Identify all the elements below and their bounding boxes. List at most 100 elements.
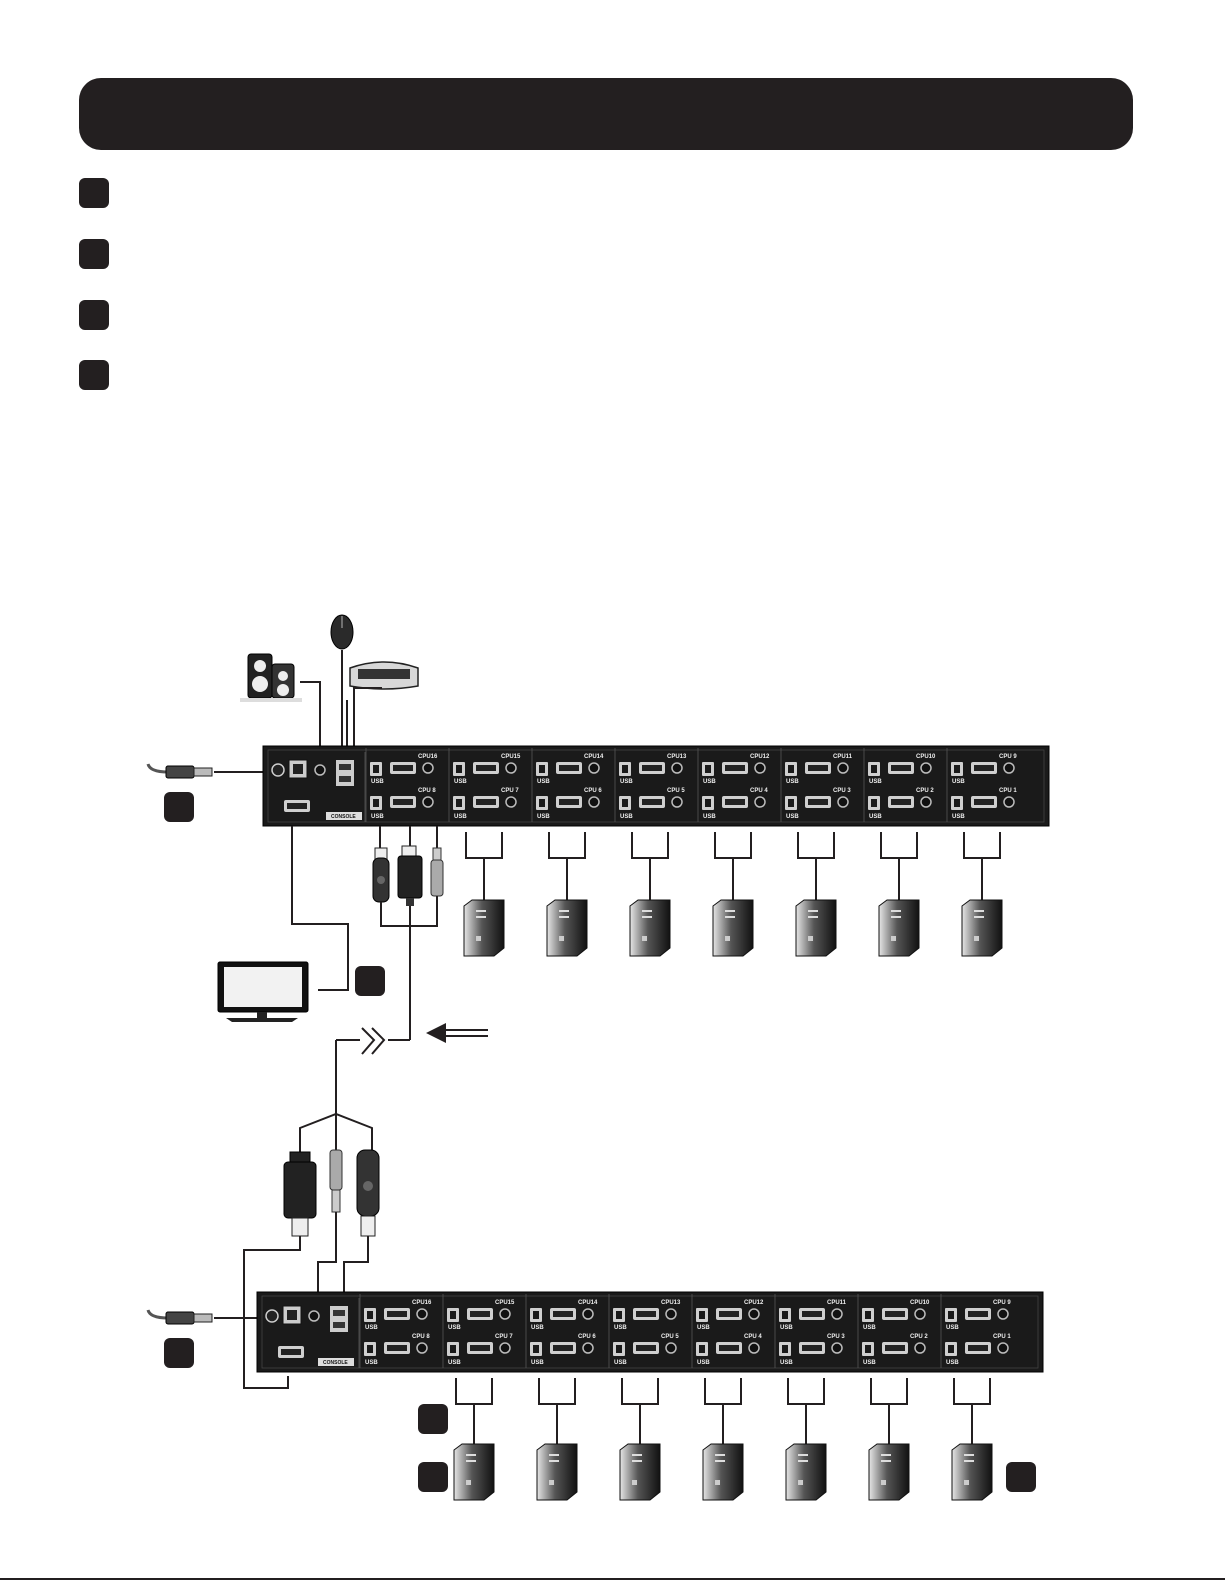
top-cpu-label-top: CPU13 (667, 754, 687, 760)
step-badge-2 (79, 239, 109, 269)
step-badge-1 (79, 178, 109, 208)
computers-top (463, 832, 1003, 957)
bottom-cable-bracket (538, 1378, 576, 1405)
bottom-usb-label-top: USB (780, 1325, 793, 1331)
bottom-usb-label-bottom: USB (531, 1360, 544, 1366)
bottom-cable-bracket (953, 1378, 991, 1405)
computer-tower-icon (629, 899, 671, 957)
computer-tower-icon (868, 1443, 910, 1501)
bottom-cpu-label-top: CPU13 (661, 1300, 681, 1306)
bottom-usb-label-bottom: USB (697, 1360, 710, 1366)
step-badge-3 (79, 300, 109, 330)
top-cpu-label-top: CPU16 (418, 754, 438, 760)
top-usb-label-top: USB (620, 779, 633, 785)
top-cable-bracket (465, 832, 503, 859)
computer-tower-icon (712, 899, 754, 957)
top-cpu-label-bottom: CPU 8 (418, 788, 436, 794)
top-usb-label-bottom: USB (952, 814, 965, 820)
console-label-top: CONSOLE (331, 814, 356, 820)
bottom-usb-label-top: USB (365, 1325, 378, 1331)
top-cpu-label-bottom: CPU 7 (501, 788, 519, 794)
top-cpu-label-top: CPU10 (916, 754, 936, 760)
bottom-cpu-label-bottom: CPU 4 (744, 1334, 762, 1340)
top-cpu-label-bottom: CPU 6 (584, 788, 602, 794)
top-cable-bracket (880, 832, 918, 859)
footer-rule (0, 1578, 1225, 1580)
bottom-usb-label-bottom: USB (365, 1360, 378, 1366)
callout-badge-monitor (355, 966, 385, 996)
bottom-usb-label-bottom: USB (448, 1360, 461, 1366)
top-cable-bracket (631, 832, 669, 859)
top-cpu-label-top: CPU14 (584, 754, 604, 760)
cable-break-icon (361, 1027, 386, 1055)
computer-tower-icon (463, 899, 505, 957)
power-adapter-icon (146, 763, 268, 779)
bottom-usb-label-bottom: USB (614, 1360, 627, 1366)
bottom-cpu-label-top: CPU 9 (993, 1300, 1011, 1306)
computer-tower-icon (785, 1443, 827, 1501)
callout-badge-computer-bottom (418, 1462, 448, 1492)
computer-tower-icon (795, 899, 837, 957)
bottom-cpu-label-bottom: CPU 1 (993, 1334, 1011, 1340)
bottom-cpu-label-top: CPU16 (412, 1300, 432, 1306)
bottom-cable-bracket (455, 1378, 493, 1405)
bottom-usb-label-top: USB (697, 1325, 710, 1331)
bottom-cpu-label-bottom: CPU 7 (495, 1334, 513, 1340)
keyboard-icon (349, 661, 419, 690)
top-usb-label-top: USB (786, 779, 799, 785)
bottom-usb-label-bottom: USB (863, 1360, 876, 1366)
top-usb-label-bottom: USB (869, 814, 882, 820)
bottom-usb-label-bottom: USB (780, 1360, 793, 1366)
top-cpu-label-top: CPU 9 (999, 754, 1017, 760)
top-usb-label-top: USB (537, 779, 550, 785)
top-usb-label-top: USB (371, 779, 384, 785)
top-cable-bracket (548, 832, 586, 859)
header-bar (79, 78, 1133, 150)
mouse-icon (330, 614, 354, 650)
bottom-cpu-label-bottom: CPU 3 (827, 1334, 845, 1340)
bottom-usb-label-top: USB (946, 1325, 959, 1331)
top-usb-label-top: USB (703, 779, 716, 785)
computer-tower-icon (961, 899, 1003, 957)
bottom-cpu-label-bottom: CPU 6 (578, 1334, 596, 1340)
bottom-cpu-label-top: CPU12 (744, 1300, 764, 1306)
console-label-bottom: CONSOLE (323, 1360, 348, 1366)
computer-tower-icon (951, 1443, 993, 1501)
top-cpu-label-top: CPU11 (833, 754, 853, 760)
cable-connector-icon-bottom (283, 1149, 380, 1237)
computers-bottom (453, 1378, 993, 1501)
top-usb-label-bottom: USB (454, 814, 467, 820)
monitor-icon (217, 961, 309, 1022)
top-cpu-label-bottom: CPU 1 (999, 788, 1017, 794)
kvm-switch-bottom: CONSOLE (256, 1291, 1044, 1373)
top-cpu-label-bottom: CPU 2 (916, 788, 934, 794)
top-cable-bracket (797, 832, 835, 859)
top-usb-label-top: USB (952, 779, 965, 785)
bottom-usb-label-top: USB (863, 1325, 876, 1331)
callout-badge-power-bottom (164, 1338, 194, 1368)
top-cpu-label-bottom: CPU 3 (833, 788, 851, 794)
computer-tower-icon (546, 899, 588, 957)
bottom-cable-bracket (704, 1378, 742, 1405)
kvm-switch-top: CONSOLE (262, 745, 1050, 827)
computer-tower-icon (453, 1443, 495, 1501)
bottom-cpu-label-top: CPU15 (495, 1300, 515, 1306)
top-cpu-label-bottom: CPU 4 (750, 788, 768, 794)
computer-tower-icon (878, 899, 920, 957)
bottom-cable-bracket (870, 1378, 908, 1405)
speakers-icon (240, 653, 302, 702)
top-cable-bracket (963, 832, 1001, 859)
bottom-cpu-label-top: CPU11 (827, 1300, 847, 1306)
callout-badge-power-top (164, 792, 194, 822)
top-usb-label-bottom: USB (620, 814, 633, 820)
top-usb-label-top: USB (869, 779, 882, 785)
cable-connector-icon (372, 845, 444, 906)
top-cpu-label-bottom: CPU 5 (667, 788, 685, 794)
bottom-cpu-label-top: CPU14 (578, 1300, 598, 1306)
bottom-usb-label-top: USB (614, 1325, 627, 1331)
power-adapter-icon-bottom (146, 1309, 262, 1325)
arrow-icon (426, 1023, 488, 1043)
